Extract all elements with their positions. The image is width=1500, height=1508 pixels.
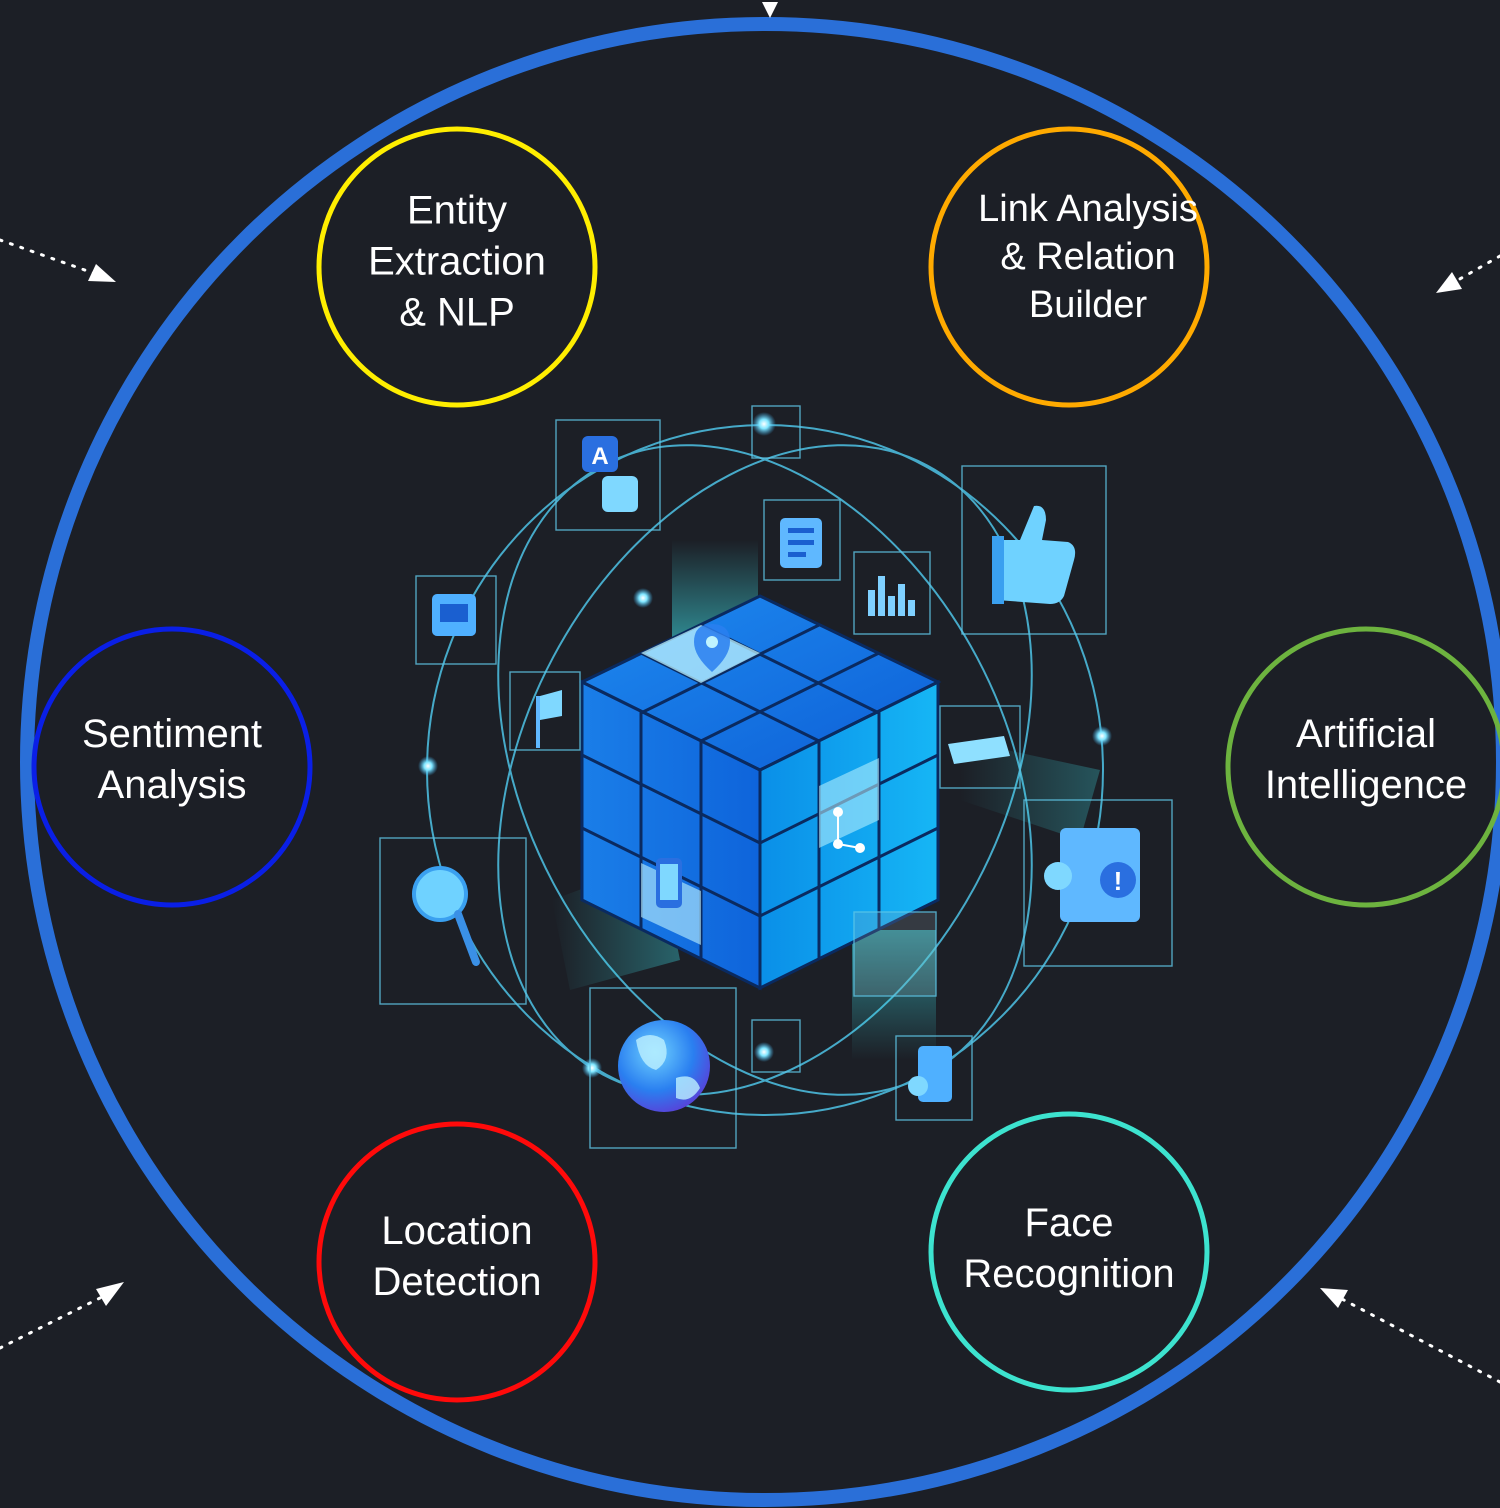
light-beam-bottom	[852, 930, 936, 1060]
face-recognition-circle	[928, 1111, 1210, 1393]
thumbs-up-icon	[992, 505, 1076, 604]
icon-frames	[379, 405, 1173, 1149]
artificial-intelligence-label: Artificial Intelligence	[1265, 709, 1467, 811]
location-detection-circle	[316, 1121, 598, 1403]
label-line: Face	[1024, 1201, 1114, 1245]
label-line: Builder	[1028, 284, 1148, 326]
data-cube-illustration: A	[379, 405, 1173, 1149]
translate-icon: A	[582, 436, 638, 512]
link-analysis-circle	[928, 126, 1210, 408]
label-line: & Relation	[1000, 236, 1176, 278]
magnifier-icon	[412, 866, 480, 966]
svg-text:A: A	[591, 443, 608, 470]
face-recognition-label: Face Recognition	[963, 1198, 1174, 1300]
label-line: Extraction	[368, 239, 546, 284]
keyboard-icon	[948, 736, 1010, 764]
label-line: Artificial	[1295, 712, 1437, 756]
label-line: Entity	[406, 188, 508, 233]
outer-ring	[20, 17, 1500, 1507]
label-line: Recognition	[963, 1252, 1175, 1296]
location-pin-icon	[694, 624, 730, 672]
label-line: Sentiment	[81, 712, 263, 756]
label-line: Detection	[372, 1260, 542, 1304]
top-arrow-icon	[762, 2, 778, 18]
label-line: & NLP	[399, 290, 515, 335]
checklist-icon	[908, 1046, 952, 1102]
network-icon	[833, 807, 865, 853]
arrow-head-top-left-icon	[88, 264, 116, 282]
link-analysis-label: Link Analysis & Relation Builder	[978, 185, 1198, 329]
arrow-top-right	[1456, 254, 1500, 282]
arrow-bottom-left	[0, 1294, 106, 1350]
flag-icon	[536, 690, 562, 748]
arrow-head-bottom-right-icon	[1320, 1288, 1348, 1308]
label-line: Analysis	[97, 763, 247, 807]
label-line: Link Analysis	[978, 188, 1198, 230]
arrow-bottom-right	[1338, 1296, 1500, 1384]
screen-icon	[432, 594, 476, 636]
location-detection-label: Location Detection	[373, 1206, 542, 1308]
document-icon	[780, 518, 822, 568]
bar-chart-icon	[868, 576, 915, 616]
artificial-intelligence-circle	[1225, 626, 1500, 908]
svg-text:!: !	[1114, 866, 1123, 896]
label-line: Location	[381, 1209, 533, 1253]
sentiment-analysis-circle	[31, 626, 313, 908]
sentiment-analysis-label: Sentiment Analysis	[82, 709, 262, 811]
light-beam-right	[960, 740, 1100, 840]
arrow-head-top-right-icon	[1436, 272, 1462, 293]
entity-extraction-label: Entity Extraction & NLP	[368, 186, 546, 339]
globe-icon	[618, 1020, 710, 1112]
capability-circles	[31, 126, 1500, 1403]
label-line: Intelligence	[1264, 763, 1468, 807]
arrow-top-left	[0, 238, 98, 276]
incoming-arrows	[0, 238, 1500, 1384]
arrow-head-bottom-left-icon	[96, 1282, 124, 1306]
smartphone-icon	[656, 858, 682, 908]
entity-extraction-circle	[316, 126, 598, 408]
alert-card-icon: !	[1044, 828, 1140, 922]
